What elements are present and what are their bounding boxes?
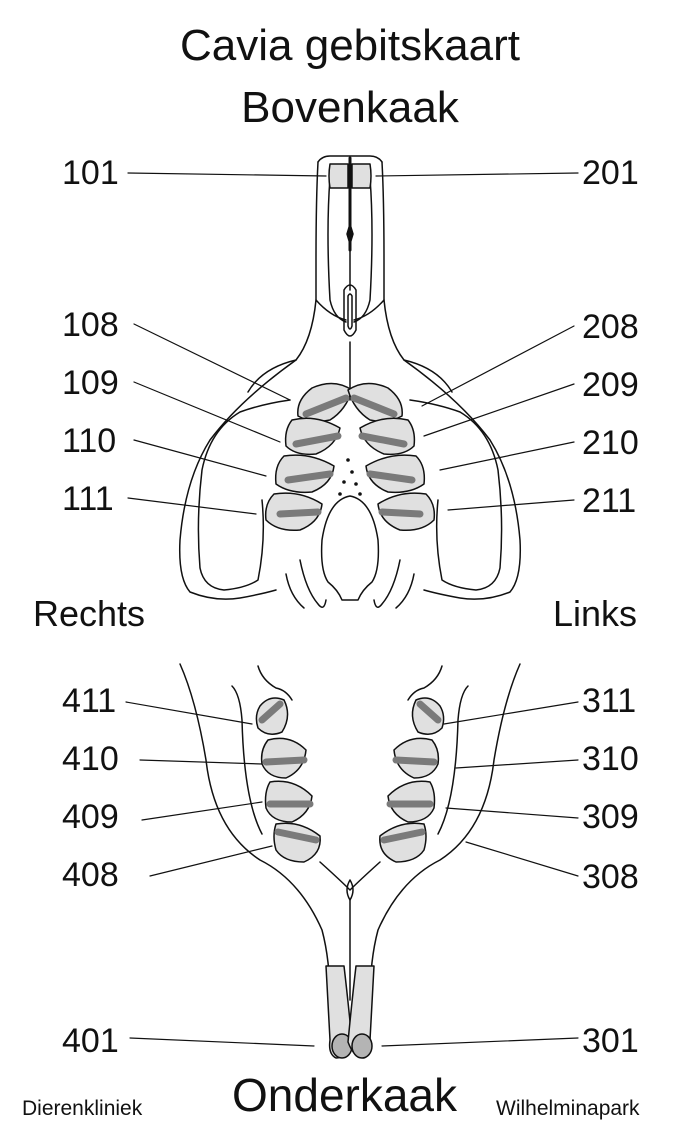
chart-title: Cavia gebitskaart — [180, 21, 520, 70]
clinic-name-part1: Dierenkliniek — [22, 1097, 143, 1120]
upper-jaw-heading: Bovenkaak — [241, 83, 459, 132]
tooth-label-109: 109 — [62, 364, 119, 402]
tooth-label-401: 401 — [62, 1022, 119, 1060]
upper-incisor-201 — [351, 163, 372, 189]
lower-cheek-teeth-left — [379, 697, 445, 863]
tooth-label-209: 209 — [582, 366, 639, 404]
tooth-label-210: 210 — [582, 424, 639, 462]
side-label-left: Links — [553, 593, 638, 634]
palatal-foramina — [338, 458, 362, 496]
lower-jaw-heading: Onderkaak — [232, 1069, 458, 1121]
tooth-label-410: 410 — [62, 740, 119, 778]
tooth-label-408: 408 — [62, 856, 119, 894]
tooth-label-101: 101 — [62, 154, 119, 192]
tooth-label-301: 301 — [582, 1022, 639, 1060]
tooth-label-308: 308 — [582, 858, 639, 896]
lower-cheek-teeth-right — [255, 697, 321, 863]
side-label-right: Rechts — [33, 593, 146, 634]
tooth-label-111: 111 — [62, 480, 114, 518]
upper-skull-outline — [178, 155, 522, 609]
tooth-label-311: 311 — [582, 682, 637, 720]
tooth-label-411: 411 — [62, 682, 117, 720]
upper-cheek-teeth-left — [347, 382, 436, 532]
tooth-label-409: 409 — [62, 798, 119, 836]
lower-mandible-outline — [179, 663, 521, 1001]
lower-leader-lines — [125, 701, 579, 1047]
upper-leader-lines — [127, 172, 579, 515]
tooth-label-110: 110 — [62, 422, 117, 460]
tooth-label-310: 310 — [582, 740, 639, 778]
tooth-label-211: 211 — [582, 482, 637, 520]
tooth-label-309: 309 — [582, 798, 639, 836]
upper-cheek-teeth-right — [264, 382, 353, 532]
tooth-label-108: 108 — [62, 306, 119, 344]
clinic-name-part2: Wilhelminapark — [496, 1097, 640, 1120]
tooth-label-208: 208 — [582, 308, 639, 346]
tooth-label-201: 201 — [582, 154, 639, 192]
lower-incisor-301 — [347, 965, 375, 1059]
upper-incisor-101 — [328, 163, 349, 189]
